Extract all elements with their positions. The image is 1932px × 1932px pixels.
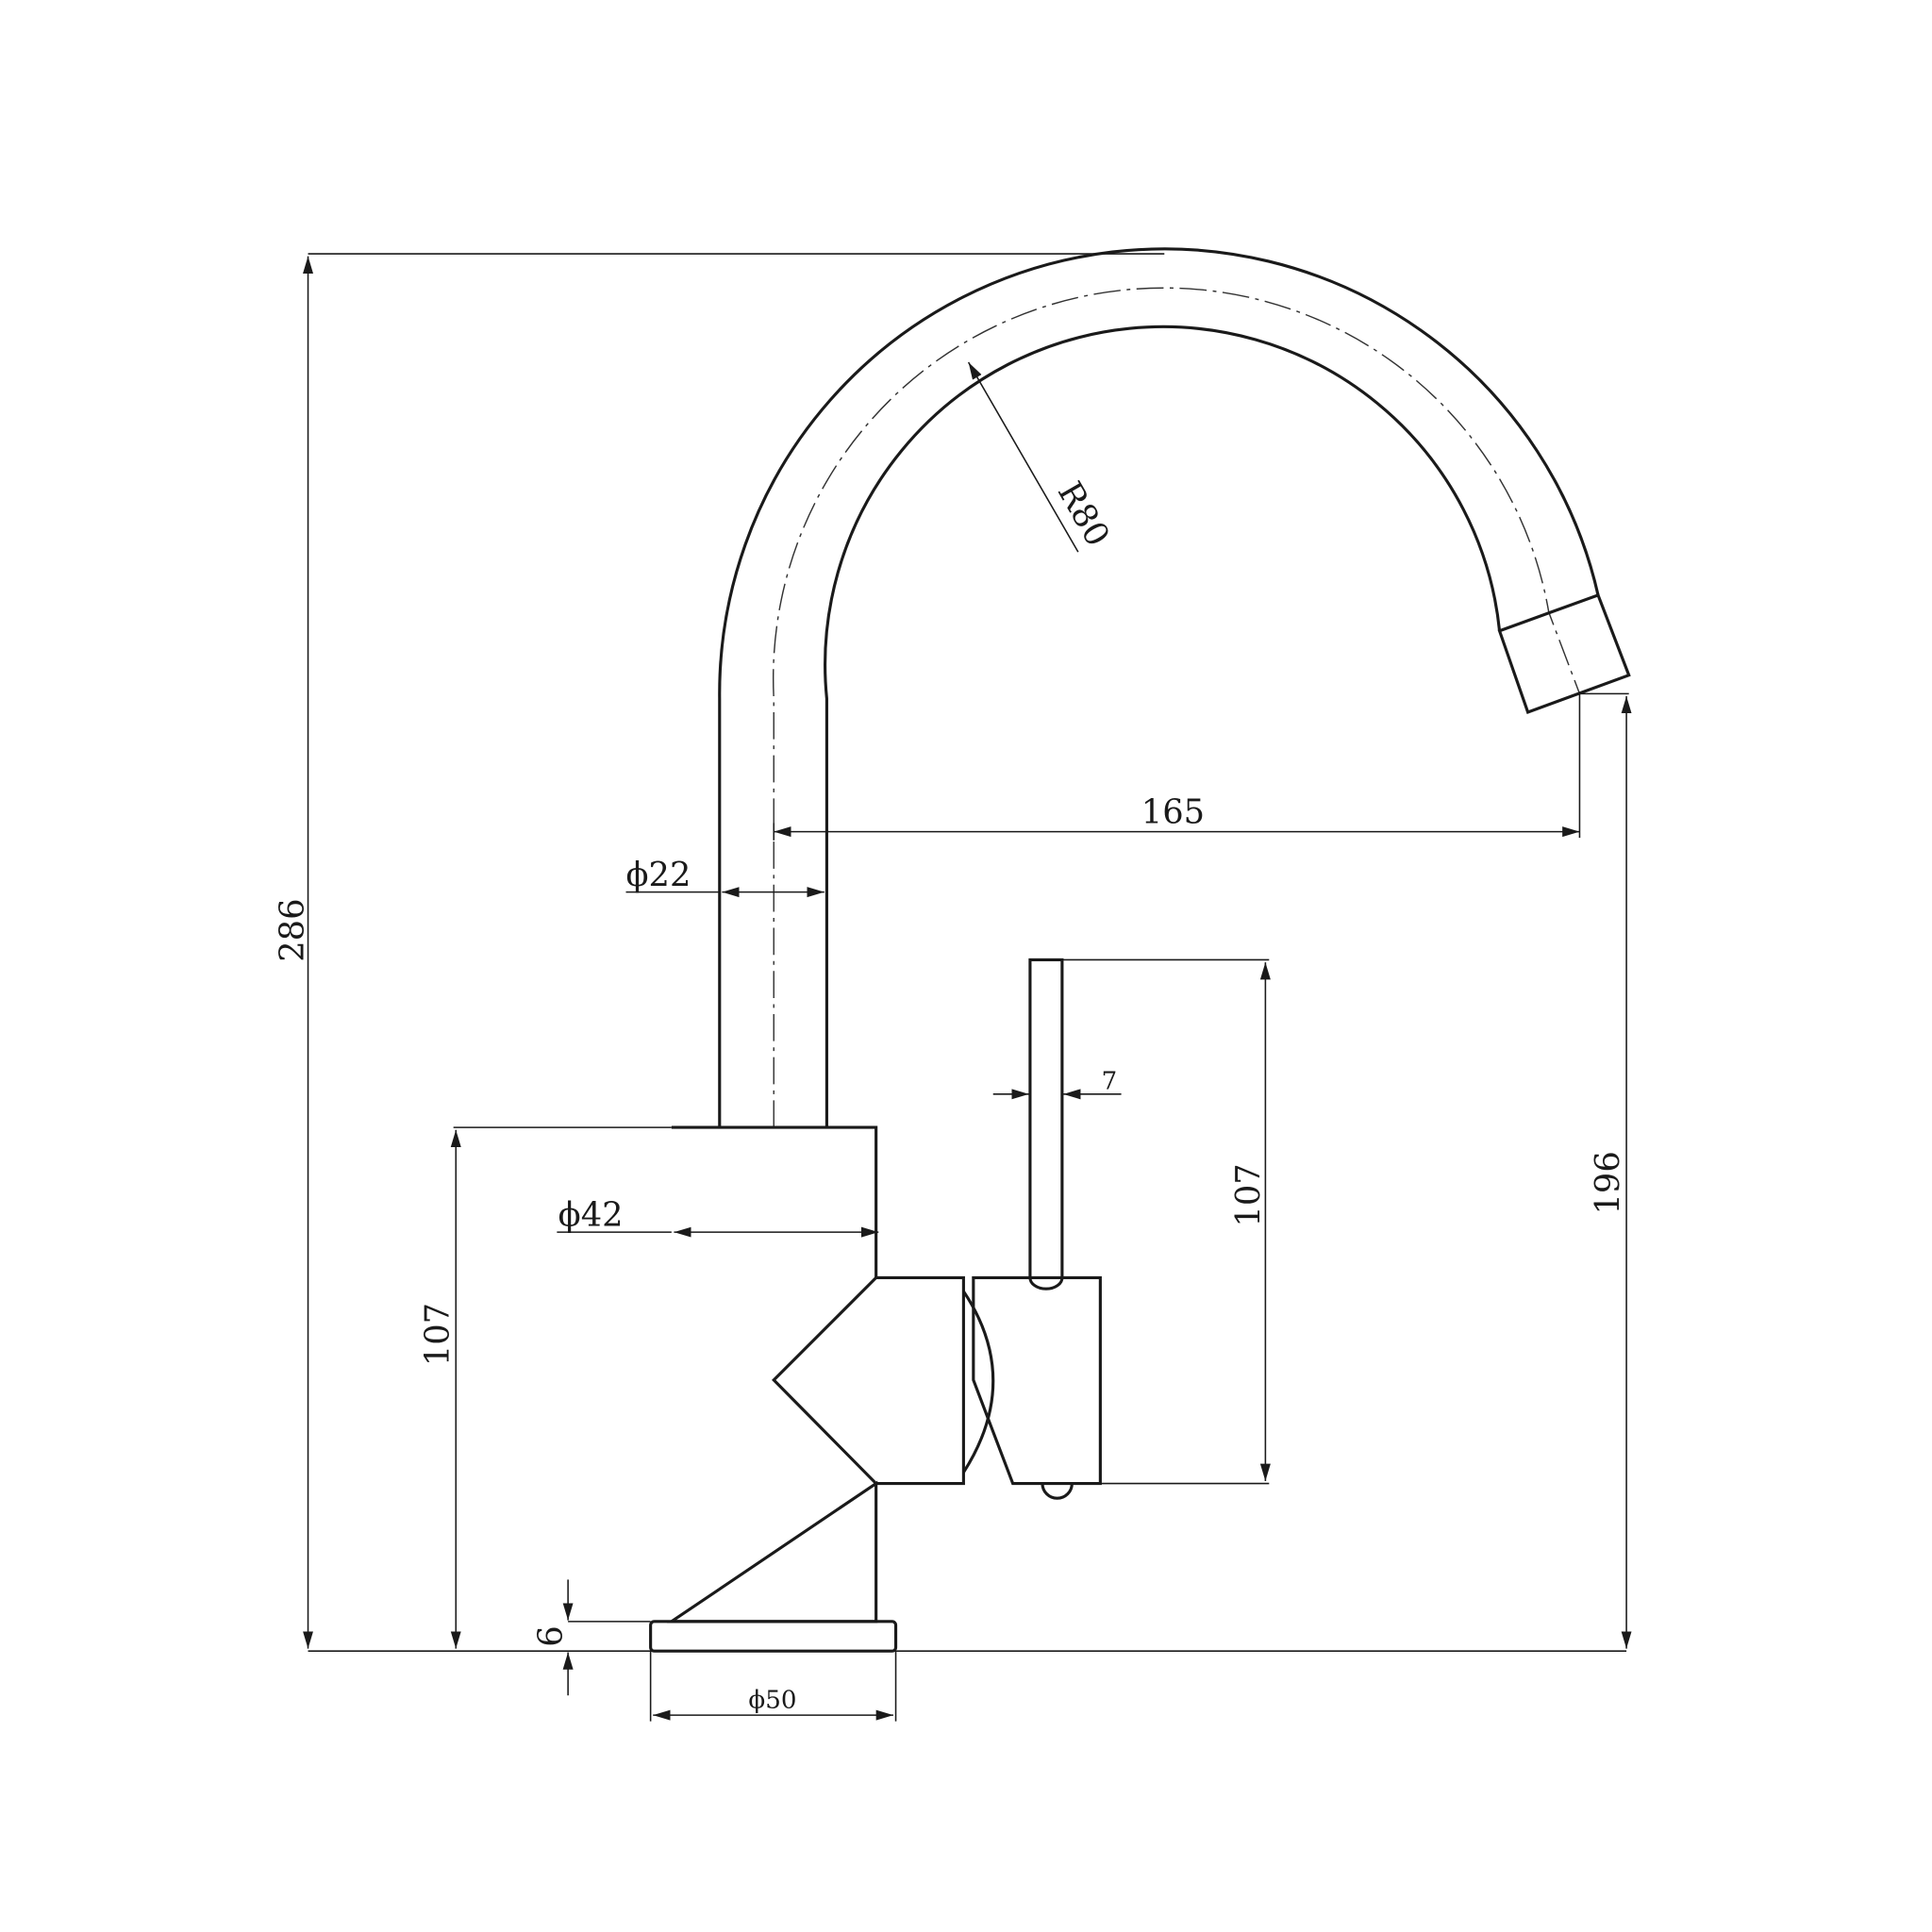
dim-total-height: 286 (273, 253, 1627, 1652)
dim-base-thickness: 6 (532, 1579, 651, 1696)
label-spout-diameter: ϕ22 (626, 856, 691, 894)
base (649, 1620, 898, 1653)
dim-lever-width: 7 (992, 1068, 1122, 1100)
label-outlet-height: 196 (1589, 1151, 1627, 1214)
dim-spout-reach: 165 (773, 693, 1581, 841)
spout (718, 247, 1631, 1128)
label-total-height: 286 (273, 898, 311, 961)
body (649, 1125, 995, 1653)
label-lever-width: 7 (1102, 1068, 1118, 1096)
label-base-thickness: 6 (532, 1625, 571, 1646)
dim-lever-height: 107 (1061, 958, 1271, 1485)
label-base-diameter: ϕ50 (748, 1686, 796, 1714)
dim-spout-radius: R80 (967, 361, 1117, 553)
label-body-diameter: ϕ42 (558, 1196, 624, 1235)
dim-body-diameter: ϕ42 (557, 1196, 879, 1238)
label-body-height: 107 (418, 1303, 457, 1366)
label-spout-radius: R80 (1050, 475, 1117, 553)
dim-base-diameter: ϕ50 (649, 1651, 897, 1722)
label-lever-height: 107 (1229, 1163, 1268, 1226)
dim-spout-diameter: ϕ22 (626, 856, 824, 898)
lever (972, 958, 1102, 1500)
dim-outlet-height: 196 (1579, 692, 1632, 1649)
dim-body-height: 107 (418, 1126, 672, 1649)
label-spout-reach: 165 (1141, 792, 1205, 831)
spout-nozzle (1497, 592, 1631, 714)
